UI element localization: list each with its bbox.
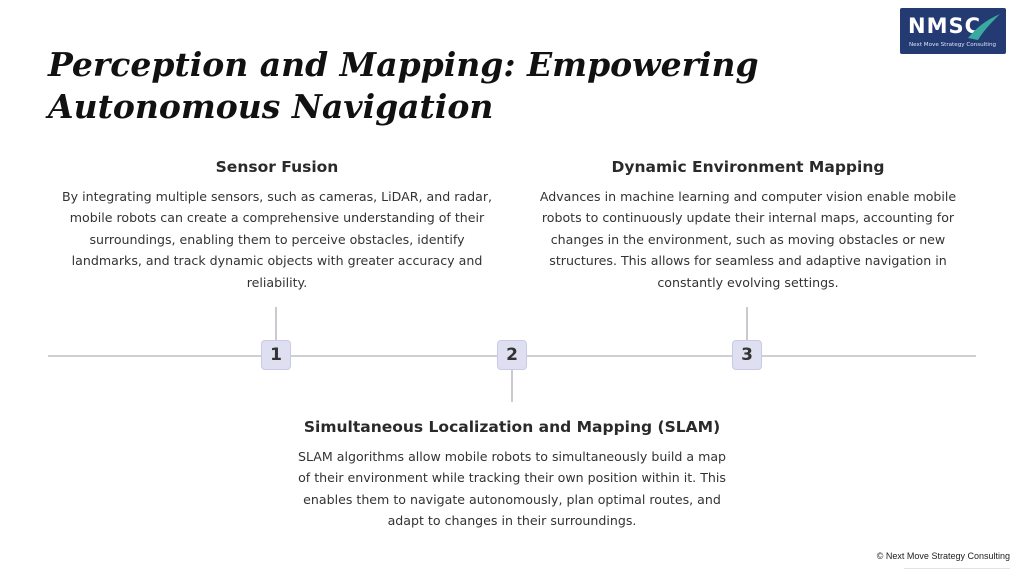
milestone-3-badge: 3 bbox=[732, 340, 762, 370]
logo-swoosh-icon bbox=[968, 14, 1000, 40]
milestone-1-heading: Sensor Fusion bbox=[215, 158, 339, 176]
page-title: Perception and Mapping: Empowering Auton… bbox=[48, 45, 759, 126]
footer-divider bbox=[904, 568, 1010, 569]
nmsc-logo: NMSC Next Move Strategy Consulting bbox=[900, 8, 1006, 54]
milestone-2-block: Simultaneous Localization and Mapping (S… bbox=[297, 417, 727, 532]
milestone-2-badge: 2 bbox=[497, 340, 527, 370]
milestone-2-connector bbox=[511, 370, 513, 402]
milestone-1-connector bbox=[275, 307, 277, 341]
milestone-1-badge: 1 bbox=[261, 340, 291, 370]
copyright-footer: © Next Move Strategy Consulting bbox=[876, 551, 1010, 561]
milestone-1-text: By integrating multiple sensors, such as… bbox=[62, 189, 493, 290]
milestone-2-text: SLAM algorithms allow mobile robots to s… bbox=[297, 449, 727, 529]
milestone-3-block: Dynamic Environment Mapping Advances in … bbox=[528, 157, 968, 293]
milestone-1-block: Sensor Fusion By integrating multiple se… bbox=[62, 157, 492, 293]
milestone-2-heading: Simultaneous Localization and Mapping (S… bbox=[303, 418, 721, 436]
logo-mark: NMSC bbox=[908, 14, 982, 38]
logo-subtitle: Next Move Strategy Consulting bbox=[909, 42, 997, 48]
milestone-3-connector bbox=[746, 307, 748, 341]
milestone-3-text: Advances in machine learning and compute… bbox=[539, 189, 957, 290]
milestone-3-heading: Dynamic Environment Mapping bbox=[611, 158, 885, 176]
